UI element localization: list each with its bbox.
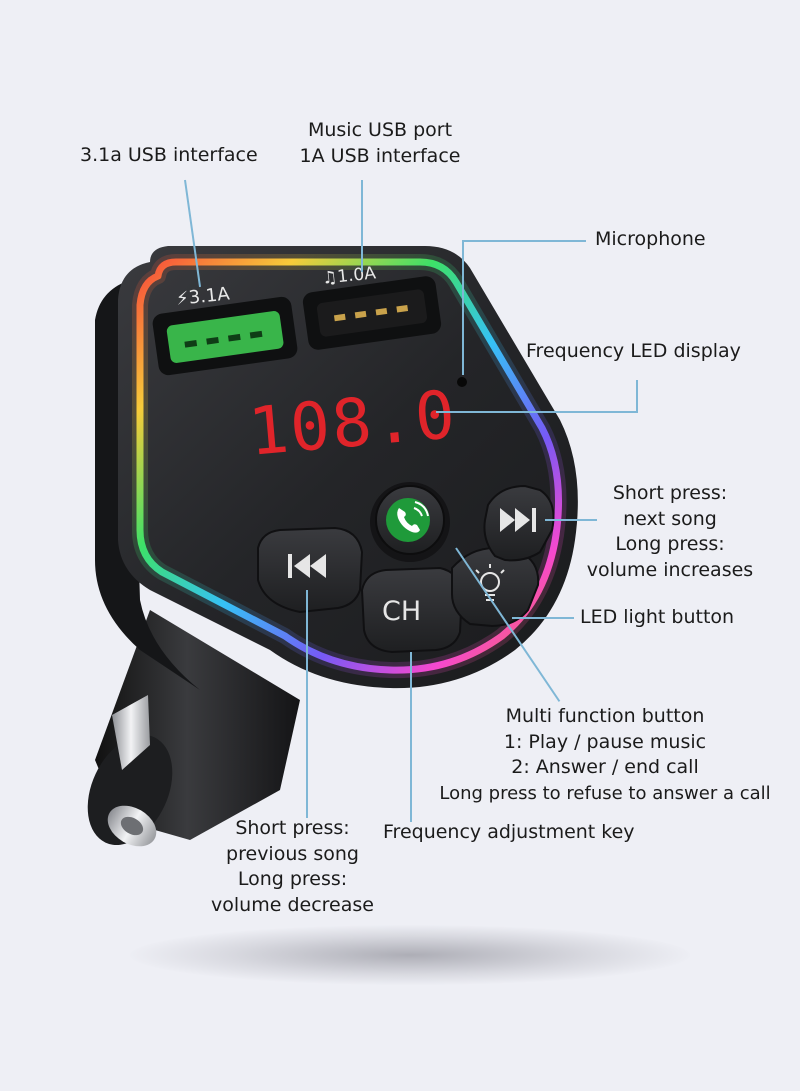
prev-label-line: Short press: <box>235 817 350 839</box>
multi-label-line: 1: Play / pause music <box>503 730 707 753</box>
next-label-line: volume increases <box>586 558 754 581</box>
usb-right-label-line2: 1A USB interface <box>299 144 461 167</box>
previous-button[interactable] <box>257 526 364 614</box>
usb-right-label-line1: Music USB port <box>307 119 453 141</box>
led-button-label: LED light button <box>580 606 735 628</box>
usb-port-1a-music[interactable]: ♫1.0A <box>302 263 443 351</box>
prev-label-line: volume decrease <box>211 893 374 916</box>
multi-label-line: Multi function button <box>505 705 705 727</box>
light-bulb-icon <box>475 564 505 601</box>
multi-label-line: Long press to refuse to answer a call <box>439 782 771 804</box>
leader-usb-right <box>361 180 363 272</box>
usb-left-label: 3.1a USB interface <box>80 144 258 166</box>
led-light-button[interactable] <box>451 546 540 628</box>
prev-button-label: Short press: previous song Long press: v… <box>200 816 385 918</box>
leader-display-v <box>636 380 638 413</box>
display-label: Frequency LED display <box>526 340 741 362</box>
leader-led <box>512 617 574 619</box>
next-button-label: Short press: next song Long press: volum… <box>575 481 765 583</box>
next-label-line: Short press: <box>612 482 728 504</box>
next-label-line: next song <box>623 507 717 530</box>
phone-icon <box>397 501 429 533</box>
ch-button-caption: Frequency adjustment key <box>383 821 635 843</box>
ch-button-label: CH <box>382 596 421 627</box>
microphone-hole <box>457 377 467 387</box>
usb-port-3-1a[interactable]: ⚡3.1A <box>151 283 298 376</box>
plug-barrel <box>87 610 300 847</box>
leader-ch <box>410 652 412 822</box>
leader-mic-v <box>462 240 464 375</box>
usb-right-label: Music USB port 1A USB interface <box>290 118 470 169</box>
microphone-label: Microphone <box>595 228 706 250</box>
leader-prev <box>306 590 308 818</box>
frequency-ch-button[interactable]: CH <box>360 566 464 654</box>
prev-label-line: Long press: <box>237 868 348 890</box>
next-label-line: Long press: <box>615 533 725 555</box>
multi-label-line: 2: Answer / end call <box>511 756 699 778</box>
prev-label-line: previous song <box>226 842 359 865</box>
device-shadow <box>130 925 690 985</box>
leader-next <box>545 519 597 521</box>
multi-button-label: Multi function button 1: Play / pause mu… <box>430 704 780 806</box>
multi-function-button[interactable] <box>370 482 450 562</box>
next-track-icon <box>500 508 536 532</box>
leader-mic-h <box>462 240 586 242</box>
leader-display-h <box>436 411 638 413</box>
frequency-led-display: 108.0 <box>245 376 460 471</box>
plug-side-contact <box>112 695 150 770</box>
previous-track-icon <box>288 554 326 578</box>
next-button[interactable] <box>483 484 555 562</box>
